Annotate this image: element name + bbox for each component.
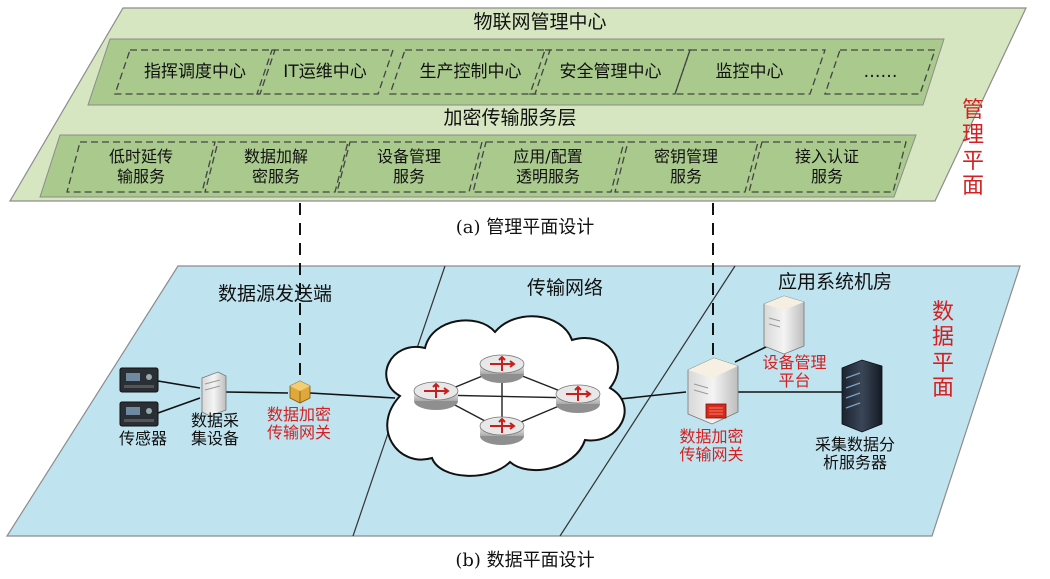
link-sensor1-collector <box>157 380 201 389</box>
zone-divider-right <box>559 265 736 537</box>
service-box-outline-1 <box>66 141 216 193</box>
service-box-device-mgmt: 设备管理 服务 <box>376 147 441 186</box>
service-box-outline-2 <box>204 141 349 193</box>
center-box-monitoring: 监控中心 <box>715 62 784 83</box>
service-box-low-latency: 低时延传 输服务 <box>108 147 173 186</box>
analysis-server-label: 采集数据分 析服务器 <box>814 435 895 473</box>
center-box-outlines <box>114 49 936 95</box>
service-box-transparent: 应用/配置 透明服务 <box>513 147 583 186</box>
router-icon-4 <box>555 384 601 413</box>
iot-center-title: 物联网管理中心 <box>473 11 607 33</box>
center-box-it-ops: IT运维中心 <box>283 62 367 83</box>
zone-label-network: 传输网络 <box>526 277 603 299</box>
gateway-right-label: 数据加密 传输网关 <box>679 427 744 465</box>
center-box-more: …… <box>863 62 898 83</box>
center-box-outline-4 <box>529 49 691 95</box>
mesh-link-3 <box>435 394 579 399</box>
management-plane-side-label: 管理平面 <box>961 98 984 199</box>
analysis-server-icon <box>841 359 883 433</box>
router-icon-1 <box>413 381 459 410</box>
router-icon-2 <box>479 354 525 383</box>
link-gateway-cloud <box>309 392 396 399</box>
center-box-outline-2 <box>256 49 394 95</box>
service-box-access-auth: 接入认证 服务 <box>794 147 859 186</box>
link-sensor2-collector <box>157 397 201 414</box>
zone-label-source: 数据源发送端 <box>217 283 332 305</box>
iot-center-strip <box>87 38 945 106</box>
link-collector-gateway <box>225 391 289 394</box>
center-box-production: 生产控制中心 <box>419 62 522 83</box>
gateway-left-label: 数据加密 传输网关 <box>266 405 331 443</box>
service-box-outlines <box>66 141 907 193</box>
service-box-key-mgmt: 密钥管理 服务 <box>653 147 718 186</box>
link-gateway-platform <box>734 344 771 363</box>
caption-management-plane: (a) 管理平面设计 <box>455 217 595 238</box>
center-box-outline-1 <box>114 49 276 95</box>
mgmt-platform-label: 设备管理 平台 <box>762 353 827 391</box>
center-box-outline-5 <box>674 49 826 95</box>
sensor-icon-1 <box>119 367 159 393</box>
service-box-outline-3 <box>336 141 483 193</box>
caption-data-plane: (b) 数据平面设计 <box>455 550 595 571</box>
gateway-right-icon <box>687 357 739 425</box>
encryption-layer-title: 加密传输服务层 <box>443 107 577 129</box>
link-cloud-gateway <box>609 391 687 401</box>
zone-label-app-room: 应用系统机房 <box>777 271 892 293</box>
service-box-outline-4 <box>472 141 625 193</box>
service-box-encrypt-decrypt: 数据加解 密服务 <box>243 147 308 186</box>
sensor-icon-2 <box>119 401 159 427</box>
service-box-outline-5 <box>614 141 759 193</box>
service-box-outline-6 <box>748 141 907 193</box>
encryption-layer-strip <box>39 134 917 198</box>
connection-lines <box>157 344 842 414</box>
sensor-label: 传感器 <box>118 429 167 448</box>
gateway-left-icon <box>289 380 311 404</box>
router-icon-3 <box>479 416 525 445</box>
collector-icon <box>201 371 227 417</box>
data-plane-side-label: 数据平面 <box>931 300 954 401</box>
center-box-command: 指挥调度中心 <box>144 62 246 83</box>
collector-label: 数据采 集设备 <box>190 411 239 449</box>
management-platform-icon <box>763 295 805 355</box>
center-box-security: 安全管理中心 <box>559 62 662 83</box>
